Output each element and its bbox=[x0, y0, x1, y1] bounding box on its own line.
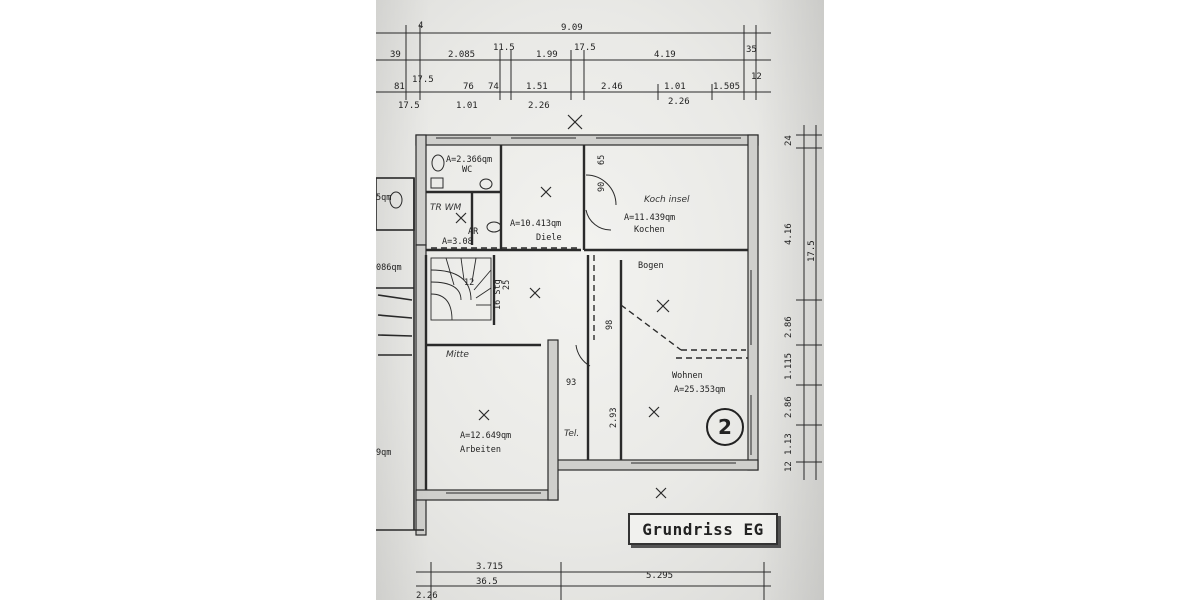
label-dim-98: 98 bbox=[605, 320, 615, 330]
label-bogen: Bogen bbox=[638, 261, 664, 271]
room-wc-area: A=2.366qm bbox=[446, 155, 492, 165]
note-tel: Tel. bbox=[564, 429, 579, 439]
dim-bottom-5295: 5.295 bbox=[646, 571, 673, 581]
dim-right-175: 17.5 bbox=[807, 240, 817, 262]
dim-row4-c: 2.26 bbox=[528, 101, 550, 111]
dim-row3-a: 81 bbox=[394, 82, 405, 92]
room-wc-name: WC bbox=[462, 165, 472, 175]
dim-row2-c: 11.5 bbox=[493, 43, 515, 53]
label-dim-90: 90 bbox=[597, 182, 607, 192]
dim-row3-c: 76 bbox=[463, 82, 474, 92]
dim-row2-a: 39 bbox=[390, 50, 401, 60]
dim-bottom-3715: 3.715 bbox=[476, 562, 503, 572]
label-stairs-tread: 25 bbox=[502, 280, 512, 290]
dim-row3-h: 1.505 bbox=[713, 82, 740, 92]
dim-right-12: 12 bbox=[784, 461, 794, 472]
dim-right-286a: 2.86 bbox=[784, 316, 794, 338]
dim-row2-d: 1.99 bbox=[536, 50, 558, 60]
dim-row2-e: 17.5 bbox=[574, 43, 596, 53]
dim-bottom-226: 2.26 bbox=[416, 591, 438, 600]
note-mitte: Mitte bbox=[446, 350, 469, 360]
label-dim-65: 65 bbox=[597, 155, 607, 165]
dim-top-909: 9.09 bbox=[561, 23, 583, 33]
dim-row3-e: 1.51 bbox=[526, 82, 548, 92]
dim-row3-g: 1.01 bbox=[664, 82, 686, 92]
room-ar-area: A=3.08 bbox=[442, 237, 473, 247]
left-fragment-9qm: 9qm bbox=[376, 448, 391, 458]
dim-bottom-365: 36.5 bbox=[476, 577, 498, 587]
dim-right-286b: 2.86 bbox=[784, 396, 794, 418]
room-ar-name: AR bbox=[468, 227, 479, 237]
floorplan-drawing: 4 9.09 39 2.085 11.5 1.99 17.5 4.19 35 8… bbox=[376, 21, 822, 600]
room-wohnen-area: A=25.353qm bbox=[674, 385, 725, 395]
label-door-93: 93 bbox=[566, 378, 576, 388]
room-kochen-area: A=11.439qm bbox=[624, 213, 675, 223]
left-fragment-086: 086qm bbox=[376, 263, 402, 273]
dim-row2-b: 2.085 bbox=[448, 50, 475, 60]
note-kochinsel: Koch insel bbox=[644, 195, 690, 205]
unit-number: 2 bbox=[718, 415, 732, 439]
dim-row3-f: 2.46 bbox=[601, 82, 623, 92]
dim-row2-f: 4.19 bbox=[654, 50, 676, 60]
dim-row4-a: 17.5 bbox=[398, 101, 420, 111]
note-tr-wm: TR WM bbox=[430, 203, 462, 213]
room-arbeiten-name: Arbeiten bbox=[460, 445, 501, 455]
label-wall-293: 2.93 bbox=[609, 408, 619, 428]
room-diele-area: A=10.413qm bbox=[510, 219, 561, 229]
label-stair-no: 12 bbox=[464, 278, 474, 288]
dim-right-24: 24 bbox=[784, 135, 794, 146]
dim-right-416: 4.16 bbox=[784, 223, 794, 245]
room-arbeiten-area: A=12.649qm bbox=[460, 431, 511, 441]
unit-number-badge: 2 bbox=[706, 408, 744, 446]
floorplan-photo: 4 9.09 39 2.085 11.5 1.99 17.5 4.19 35 8… bbox=[376, 0, 824, 600]
dim-row3-b: 17.5 bbox=[412, 75, 434, 85]
dim-row4-d: 2.26 bbox=[668, 97, 690, 107]
dim-row3-d: 74 bbox=[488, 82, 499, 92]
dim-row3-i: 12 bbox=[751, 72, 762, 82]
dim-row2-g: 35 bbox=[746, 45, 757, 55]
left-fragment-sqm: 5qm bbox=[376, 193, 391, 203]
dim-right-1115: 1.115 bbox=[784, 353, 794, 380]
dim-right-113: 1.13 bbox=[784, 433, 794, 455]
dim-top-4: 4 bbox=[418, 21, 423, 31]
room-diele-name: Diele bbox=[536, 233, 562, 243]
room-wohnen-name: Wohnen bbox=[672, 371, 703, 381]
plan-title-box: Grundriss EG bbox=[628, 513, 778, 545]
plan-title: Grundriss EG bbox=[642, 519, 764, 539]
dim-row4-b: 1.01 bbox=[456, 101, 478, 111]
room-kochen-name: Kochen bbox=[634, 225, 665, 235]
label-stairs-steps: 16 Stg bbox=[493, 279, 503, 310]
